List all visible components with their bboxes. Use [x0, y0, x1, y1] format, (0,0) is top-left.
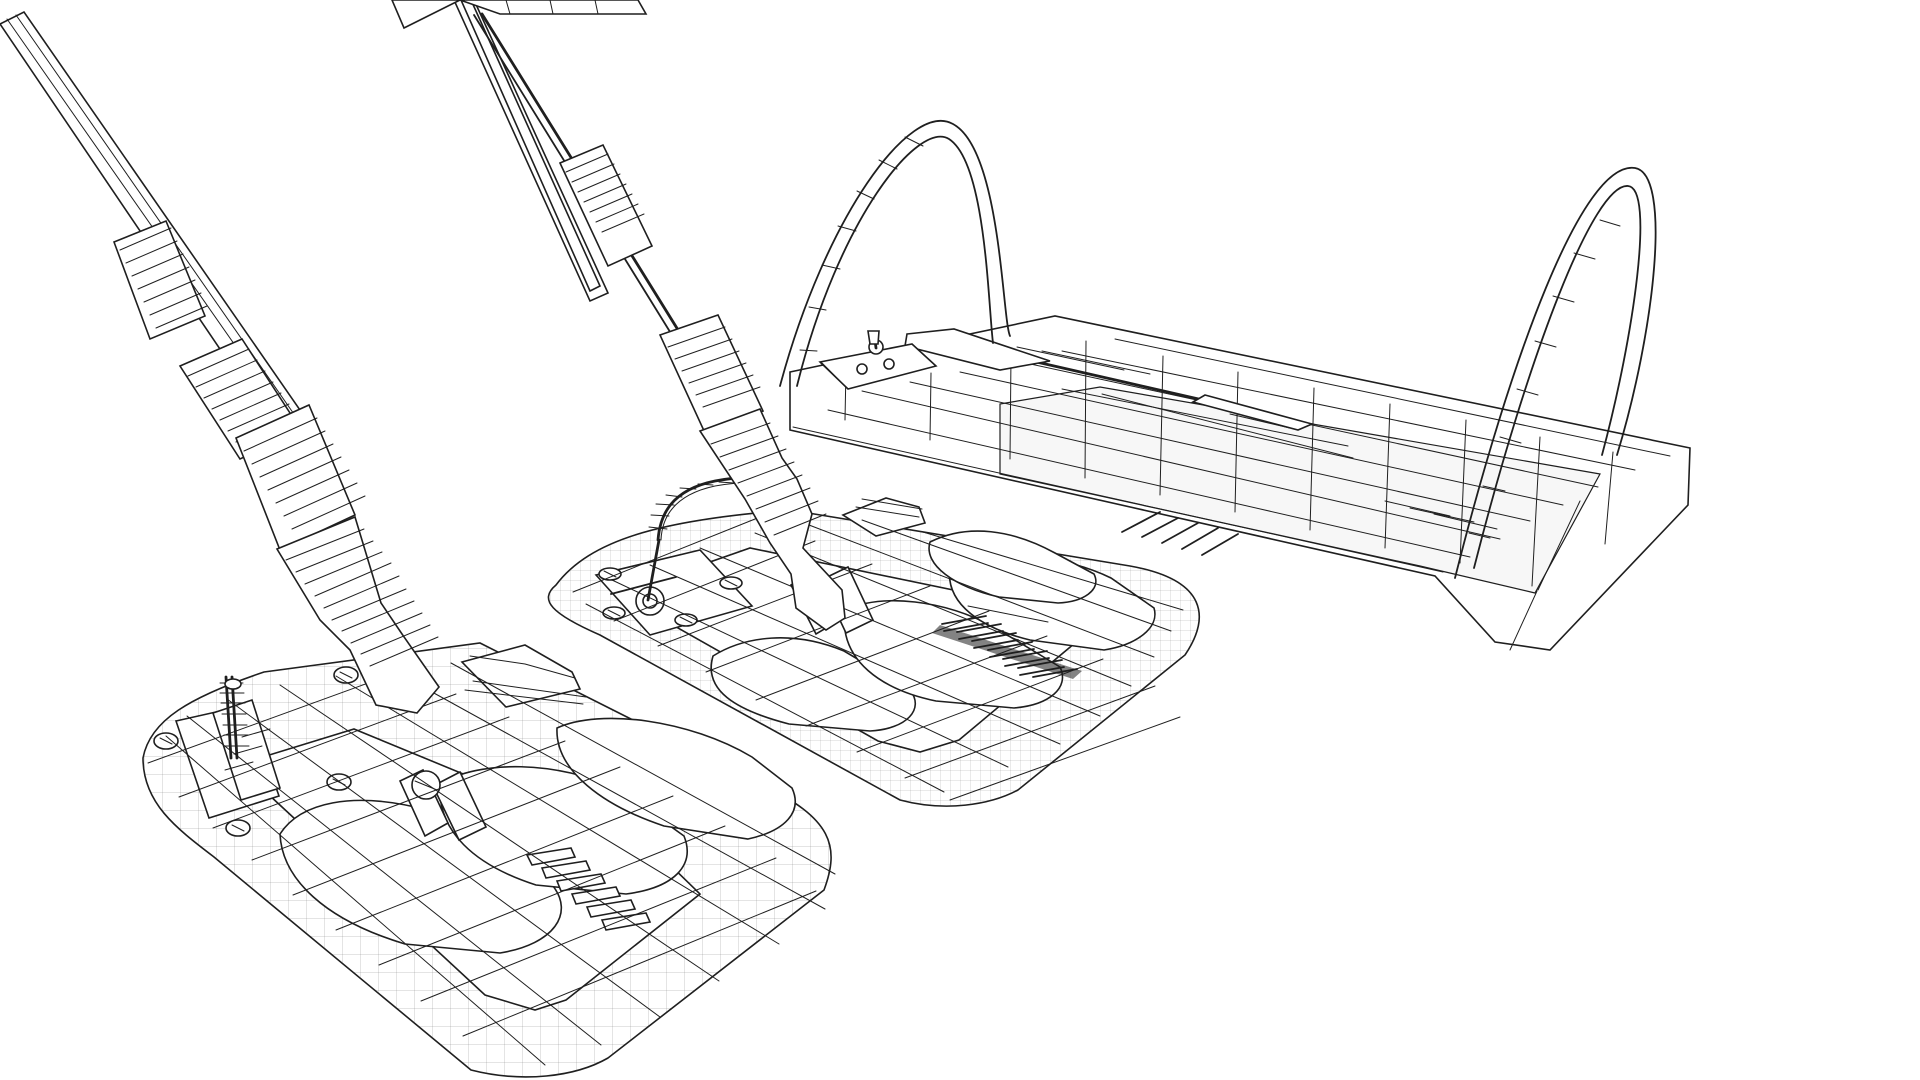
metal-detector-rear [779, 120, 1691, 651]
middle-detector-shaft [391, 0, 846, 631]
metal-detector-front [142, 642, 836, 1078]
front-detector-shaft [0, 10, 441, 714]
wireframe-detail-lines [464, 346, 1581, 705]
metal-detector-middle [547, 475, 1200, 807]
